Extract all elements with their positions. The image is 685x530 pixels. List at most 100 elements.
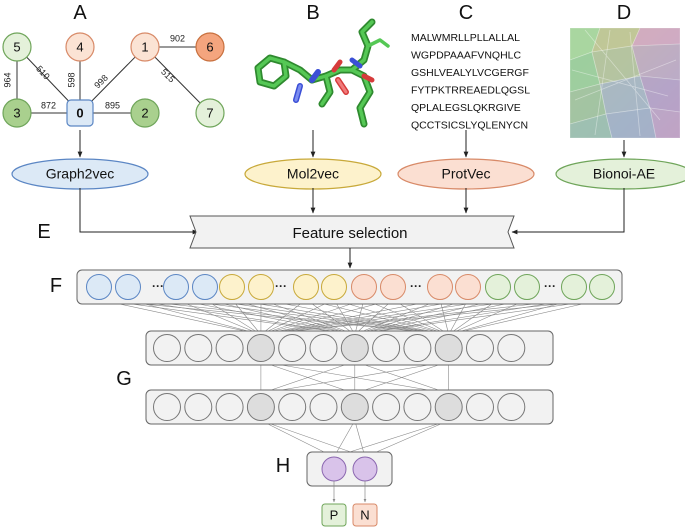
graph-node-label: 6	[206, 39, 213, 54]
connection-line	[448, 299, 469, 335]
graph-node	[130, 98, 160, 128]
feature-node	[351, 274, 377, 300]
hidden-node	[466, 334, 494, 362]
feature-selection-label: Feature selection	[292, 225, 407, 242]
sequence-line: QPLALEGSLQKRGIVE	[411, 102, 521, 114]
graph-node-label: 0	[76, 105, 83, 120]
connection-line	[260, 299, 394, 335]
connection-line	[260, 299, 355, 335]
feature-node	[86, 274, 112, 300]
embedder-label: Bionoi-AE	[593, 166, 655, 182]
graph-node	[195, 98, 225, 128]
output-layer-box	[306, 451, 393, 487]
connector-bionoi-to-selection	[511, 188, 625, 235]
hidden-node	[497, 334, 526, 362]
output-class-label: P	[330, 507, 339, 522]
feature-node	[427, 274, 453, 300]
edge-weight-label: 998	[92, 73, 110, 91]
feature-ellipsis: ···	[544, 279, 556, 293]
sequence-line: FYTPKTRREAEDLQGSL	[411, 85, 530, 97]
hidden-node	[215, 334, 244, 362]
hidden-node	[278, 393, 307, 421]
connection-line	[260, 299, 365, 335]
feature-node	[514, 274, 540, 300]
graph-node-root	[66, 99, 94, 127]
connection-line	[175, 299, 355, 335]
connection-line	[260, 299, 499, 335]
edge-weight-label: 510	[34, 64, 52, 82]
feature-node	[163, 274, 189, 300]
connection-line	[260, 361, 449, 395]
connection-line	[204, 299, 355, 335]
feature-node	[455, 274, 481, 300]
connection-line	[333, 299, 356, 335]
feature-node	[485, 274, 511, 300]
connection-line	[363, 299, 449, 335]
embedder-label: Graph2vec	[46, 166, 114, 182]
hidden-node	[184, 393, 213, 421]
output-node	[352, 456, 378, 482]
feature-node	[115, 274, 141, 300]
edge-weight-label: 872	[41, 100, 56, 110]
panel-label-g: G	[116, 368, 132, 390]
connection-line	[260, 299, 603, 335]
panel-label-c: C	[459, 2, 473, 24]
connection-line	[354, 299, 499, 335]
edge-weight-label: 895	[105, 100, 120, 110]
graph-node-label: 2	[141, 105, 148, 120]
graph-node	[130, 32, 160, 62]
hidden-node	[246, 334, 275, 362]
graph-node-label: 1	[141, 39, 148, 54]
hidden-node	[434, 393, 463, 421]
connection-line	[231, 299, 355, 335]
connection-line	[448, 299, 575, 335]
panel-label-f: F	[50, 275, 62, 297]
connection-line	[354, 299, 394, 335]
edge-weight-label: 515	[159, 67, 177, 85]
hidden-node	[278, 334, 307, 362]
graph-node	[65, 32, 95, 62]
feature-node	[561, 274, 587, 300]
connection-line	[354, 299, 365, 335]
output-class-box	[321, 503, 347, 527]
panel-label-h: H	[276, 455, 290, 477]
hidden-node	[403, 393, 432, 421]
graph-edge	[144, 46, 211, 114]
graph-node	[2, 32, 32, 62]
graph-node-label: 7	[206, 105, 213, 120]
connector-graph2vec-to-selection	[79, 188, 199, 235]
graph-node-label: 5	[13, 39, 20, 54]
hidden-node	[340, 334, 369, 362]
graph-node-label: 4	[76, 39, 83, 54]
hidden-node	[153, 393, 181, 421]
hidden-node	[497, 393, 526, 421]
output-node	[321, 456, 347, 482]
panel-label-e: E	[37, 221, 50, 243]
network-nodes: ············	[86, 274, 615, 482]
connection-line	[439, 299, 449, 335]
graph-node-label: 3	[13, 105, 20, 120]
protein-sequence: MALWMRLLPLLALLALWGPDPAAAFVNQHLCGSHLVEALY…	[411, 32, 530, 132]
sequence-line: WGPDPAAAFVNQHLC	[411, 50, 521, 62]
network-connections	[98, 299, 603, 458]
feature-node	[380, 274, 406, 300]
feature-ellipsis: ···	[410, 279, 422, 293]
feature-node	[589, 274, 615, 300]
connection-line	[260, 299, 469, 335]
hidden-node	[215, 393, 244, 421]
connection-line	[333, 420, 449, 458]
connection-line	[305, 299, 355, 335]
connection-line	[231, 299, 449, 335]
hidden-node	[434, 334, 463, 362]
feature-node	[192, 274, 218, 300]
graph-node	[195, 32, 225, 62]
connection-line	[354, 299, 575, 335]
sequence-line: QCCTSICSLYQLENYCN	[411, 120, 528, 132]
connection-line	[127, 299, 261, 335]
connection-line	[260, 299, 575, 335]
connection-line	[204, 299, 262, 335]
feature-ellipsis: ···	[275, 279, 287, 293]
connection-line	[260, 299, 335, 335]
